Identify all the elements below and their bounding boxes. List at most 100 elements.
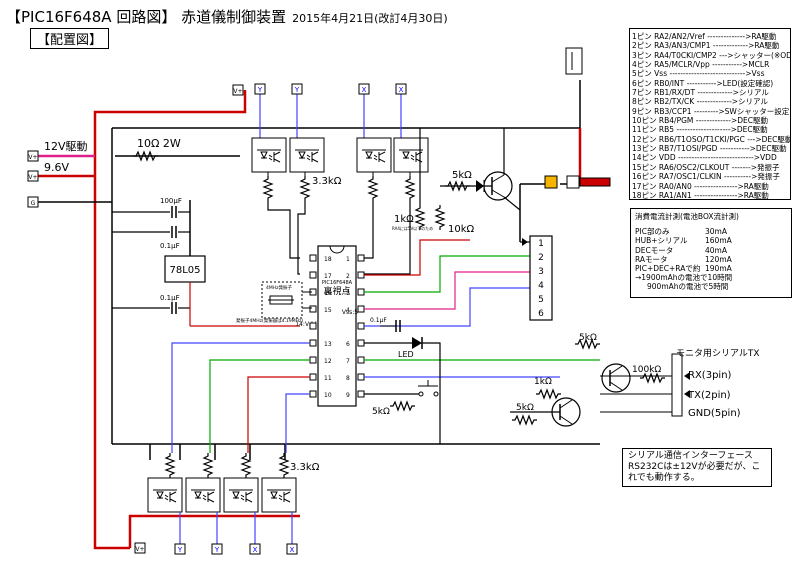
transistor-tx: 5kΩ 1kΩ xyxy=(510,377,581,427)
pin-list-line: 5ピン Vss ---------------------------->Vss xyxy=(632,69,765,79)
transistor-top: 5kΩ xyxy=(440,128,521,211)
diagram-title: 【PIC16F648A 回路図】 赤道儀制御装置 2015年4月21日(改訂4月3… xyxy=(6,6,448,27)
svg-text:5kΩ: 5kΩ xyxy=(516,403,534,413)
pic-pins-right: 1 2 3 4 6 7 8 9 xyxy=(346,254,365,399)
svg-text:1kΩ: 1kΩ xyxy=(534,377,552,387)
svg-text:X: X xyxy=(253,546,258,554)
svg-text:3: 3 xyxy=(538,267,544,277)
svg-text:13: 13 xyxy=(324,341,332,348)
svg-text:10Ω 2W: 10Ω 2W xyxy=(137,137,181,150)
svg-text:10kΩ: 10kΩ xyxy=(448,224,475,235)
optocoupler-top-2 xyxy=(289,137,325,173)
svg-text:GND(5pin): GND(5pin) xyxy=(688,408,741,419)
pin-list-line: 2ピン RA3/AN3/CMP1 ------------->RA駆動 xyxy=(632,41,780,51)
svg-text:18: 18 xyxy=(324,256,332,263)
shutter-plug xyxy=(544,47,611,189)
regulator-78l05: 78L05 xyxy=(164,255,206,283)
svg-text:3.3kΩ: 3.3kΩ xyxy=(290,462,320,473)
svg-text:TX(2pin): TX(2pin) xyxy=(687,390,731,401)
svg-text:12: 12 xyxy=(324,358,332,365)
title-date: 2015年4月21日(改訂4月30日) xyxy=(292,12,448,25)
svg-text:V+: V+ xyxy=(28,174,37,181)
svg-text:4: 4 xyxy=(538,281,544,291)
svg-text:15: 15 xyxy=(324,307,332,314)
svg-text:裏視点: 裏視点 xyxy=(323,285,350,297)
pin-list-line: 4ピン RA5/MCLR/Vpp ----------->MCLR xyxy=(632,60,770,70)
optocoupler-bottom-3 xyxy=(223,477,259,513)
svg-text:LED: LED xyxy=(398,350,414,359)
optocoupler-bottom-1 xyxy=(147,477,183,513)
capacitor-01uf-b: 0.1μF xyxy=(112,294,190,314)
serial-interface-note: シリアル通信インターフェース RS232Cは±12Vが必要だが、これでも動作する… xyxy=(622,448,772,487)
pic-pin-left: 18 xyxy=(309,254,332,263)
svg-text:5kΩ: 5kΩ xyxy=(372,407,390,417)
led: LED xyxy=(364,337,441,444)
svg-text:14:Vdd: 14:Vdd xyxy=(295,321,317,328)
top-opto-resistors: 3.3kΩ xyxy=(263,172,415,202)
svg-text:V+: V+ xyxy=(28,154,37,161)
svg-text:11: 11 xyxy=(324,375,332,382)
capacitor-100uf: 100μF xyxy=(112,197,190,218)
svg-text:RX(3pin): RX(3pin) xyxy=(688,370,732,381)
svg-text:Y: Y xyxy=(294,86,300,94)
svg-text:1: 1 xyxy=(538,239,544,249)
svg-text:X: X xyxy=(399,86,404,94)
vplus-bottom-terminal: V+ xyxy=(134,542,146,554)
optocoupler-top-3 xyxy=(356,137,392,173)
pic-chip: PIC16F648A 裏視点 14:Vdd Vss:5 xyxy=(295,245,358,407)
svg-text:X: X xyxy=(362,86,367,94)
shutter-switch: 5kΩ xyxy=(364,380,439,417)
pic-pin-left: 17 xyxy=(309,271,332,280)
pic-pin-left: 15 xyxy=(309,305,332,314)
pin-list-line: 18ピン RA1/AN1 ---------------->RA駆動 xyxy=(632,190,769,200)
svg-text:1kΩ: 1kΩ xyxy=(394,214,414,225)
resistor-10ohm: 10Ω 2W xyxy=(132,137,181,161)
pic-pins-left: 18 17 16 15 13 12 11 10 xyxy=(309,254,332,399)
svg-text:PIC16F648A: PIC16F648A xyxy=(322,280,353,286)
svg-text:5kΩ: 5kΩ xyxy=(452,170,472,181)
title-main: 【PIC16F648A 回路図】 赤道儀制御装置 xyxy=(6,8,287,26)
optocoupler-bottom-4 xyxy=(261,477,297,513)
svg-text:7: 7 xyxy=(346,358,350,365)
pin-list-line: 13ピン RB7/T1OSI/PGD ----------->DEC駆動 xyxy=(632,144,787,154)
svg-text:78L05: 78L05 xyxy=(169,265,200,276)
pin-list-line: 7ピン RB1/RX/DT ------------->シリアル xyxy=(632,88,769,98)
svg-text:0.1μF: 0.1μF xyxy=(160,242,180,250)
pin-list-line: 11ピン RB5 -------------------->DEC駆動 xyxy=(632,125,768,135)
svg-text:5kΩ: 5kΩ xyxy=(579,333,597,343)
svg-text:V+: V+ xyxy=(135,546,144,553)
oscillator: 4MHz発振子 発振子4MHz(発振器は4.19MHz) xyxy=(236,281,312,324)
pin-list-line: 1ピン RA2/AN2/Vref -------------->RA駆動 xyxy=(632,32,777,41)
svg-text:5: 5 xyxy=(538,295,544,305)
power-rails xyxy=(30,80,600,550)
resistor-10k: 10kΩ xyxy=(435,204,475,235)
svg-text:RA4には5V以下のため: RA4には5V以下のため xyxy=(392,225,433,231)
svg-text:3.3kΩ: 3.3kΩ xyxy=(312,176,342,187)
svg-text:9: 9 xyxy=(346,392,350,399)
top-rails: Y Y X X xyxy=(254,83,407,140)
pic-pin-left xyxy=(309,322,317,330)
serial-connector: モニタ用シリアルTX RX(3pin) TX(2pin) GND(5pin) xyxy=(600,348,760,419)
power-input-12v: V+ 12V駆動 xyxy=(27,139,88,162)
svg-text:発振子4MHz(発振器は4.19MHz): 発振子4MHz(発振器は4.19MHz) xyxy=(236,317,303,324)
svg-text:Y: Y xyxy=(214,546,220,554)
svg-text:17: 17 xyxy=(324,273,332,280)
svg-text:Y: Y xyxy=(257,86,263,94)
svg-text:0.1μF: 0.1μF xyxy=(160,294,180,302)
pic-pin-right: 1 xyxy=(346,254,365,263)
svg-text:2: 2 xyxy=(346,273,350,280)
pin-list-line: 17ピン RA0/AN0 ---------------->RA駆動 xyxy=(632,181,769,191)
svg-text:2: 2 xyxy=(538,253,544,263)
svg-text:X: X xyxy=(290,546,295,554)
power-input-gnd: G xyxy=(27,196,39,208)
svg-text:0.1μF: 0.1μF xyxy=(370,317,387,324)
svg-text:100μF: 100μF xyxy=(160,197,182,205)
svg-text:16: 16 xyxy=(324,290,332,297)
svg-text:Vss:5: Vss:5 xyxy=(342,309,358,316)
battery-estimate-1: →1900mAhの電池で10時間 xyxy=(635,273,733,283)
